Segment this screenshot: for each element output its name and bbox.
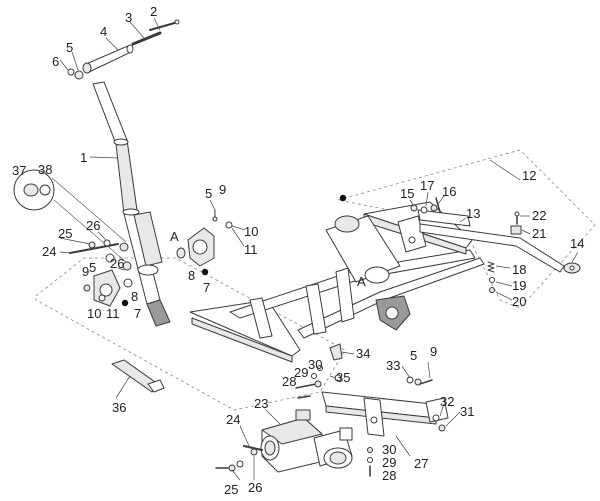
callout-4: 4 xyxy=(100,24,107,39)
callout-23: 23 xyxy=(254,396,268,411)
callout-32: 32 xyxy=(440,394,454,409)
left-hardware xyxy=(69,239,132,292)
callout-10: 10 xyxy=(244,224,258,239)
callout-15: 15 xyxy=(400,186,414,201)
pump-motor xyxy=(260,409,353,473)
group-outline-frame-right xyxy=(337,149,596,309)
control-rod xyxy=(417,209,581,274)
callout-10: 10 xyxy=(87,306,101,321)
callout-37: 37 xyxy=(12,163,26,178)
callout-31: 31 xyxy=(460,404,474,419)
callout-22: 22 xyxy=(532,208,546,223)
callout-28: 28 xyxy=(382,468,396,483)
callout-29: 29 xyxy=(294,365,308,380)
callout-26: 26 xyxy=(110,256,124,271)
callout-20: 20 xyxy=(512,294,526,309)
callout-24: 24 xyxy=(42,244,56,259)
pin-head xyxy=(174,19,180,25)
left-mount-bracket xyxy=(93,269,133,307)
callout-19: 19 xyxy=(512,278,526,293)
rod-block xyxy=(510,211,522,235)
callout-36: 36 xyxy=(112,400,126,415)
mount-rail xyxy=(321,391,449,437)
callout-11: 11 xyxy=(244,242,258,257)
callout-9: 9 xyxy=(430,344,437,359)
callout-26: 26 xyxy=(248,480,262,495)
callout-16: 16 xyxy=(442,184,456,199)
callout-9: 9 xyxy=(82,264,89,279)
steering-column xyxy=(92,81,171,327)
callout-34: 34 xyxy=(356,346,370,361)
callout-8: 8 xyxy=(131,289,138,304)
callout-26: 26 xyxy=(86,218,100,233)
callout-38: 38 xyxy=(38,162,52,177)
callout-29: 29 xyxy=(382,455,396,470)
callout-25: 25 xyxy=(224,482,238,497)
reference-dot-center xyxy=(201,268,209,276)
callout-5: 5 xyxy=(410,348,417,363)
pin xyxy=(149,21,179,31)
callout-25: 25 xyxy=(58,226,72,241)
reference-letter-a-left: A xyxy=(170,229,179,244)
callout-30: 30 xyxy=(308,357,322,372)
callout-27: 27 xyxy=(414,456,428,471)
bottom-left-hardware xyxy=(215,445,263,472)
callout-7: 7 xyxy=(203,280,210,295)
callout-5: 5 xyxy=(205,186,212,201)
right-hardware xyxy=(406,376,446,432)
washer-top xyxy=(67,68,75,76)
callout-11: 11 xyxy=(106,306,120,321)
callout-1: 1 xyxy=(80,150,87,165)
rod-hardware-top xyxy=(410,197,441,214)
main-frame xyxy=(189,201,485,363)
callout-5: 5 xyxy=(89,260,96,275)
callout-3: 3 xyxy=(125,10,132,25)
callout-18: 18 xyxy=(512,262,526,277)
strap xyxy=(111,359,165,393)
handle-bar xyxy=(82,44,134,74)
callout-12: 12 xyxy=(522,168,536,183)
callout-6: 6 xyxy=(52,54,59,69)
callout-33: 33 xyxy=(386,358,400,373)
callout-13: 13 xyxy=(466,206,480,221)
callout-24: 24 xyxy=(226,412,240,427)
reference-dot-left xyxy=(121,299,129,307)
callout-17: 17 xyxy=(420,178,434,193)
bottom-hardware xyxy=(367,447,373,477)
callout-30: 30 xyxy=(382,442,396,457)
leader-lines xyxy=(59,17,579,481)
rod xyxy=(131,31,162,46)
callout-5: 5 xyxy=(66,40,73,55)
callout-28: 28 xyxy=(282,374,296,389)
callout-21: 21 xyxy=(532,226,546,241)
reference-letter-a-frame: A xyxy=(357,274,366,289)
callouts: 1 2 3 4 5 6 37 38 25 26 24 9 5 26 8 10 1… xyxy=(12,4,584,497)
center-mount-bracket xyxy=(176,209,233,267)
callout-35: 35 xyxy=(336,370,350,385)
callout-8: 8 xyxy=(188,268,195,283)
callout-9: 9 xyxy=(219,182,226,197)
upper-hardware xyxy=(295,343,343,399)
nut-top xyxy=(74,70,84,80)
callout-2: 2 xyxy=(150,4,157,19)
callout-14: 14 xyxy=(570,236,584,251)
rod-spring xyxy=(487,261,495,293)
reference-dot-frame xyxy=(339,194,347,202)
callout-7: 7 xyxy=(134,306,141,321)
bushing-detail xyxy=(13,169,127,263)
